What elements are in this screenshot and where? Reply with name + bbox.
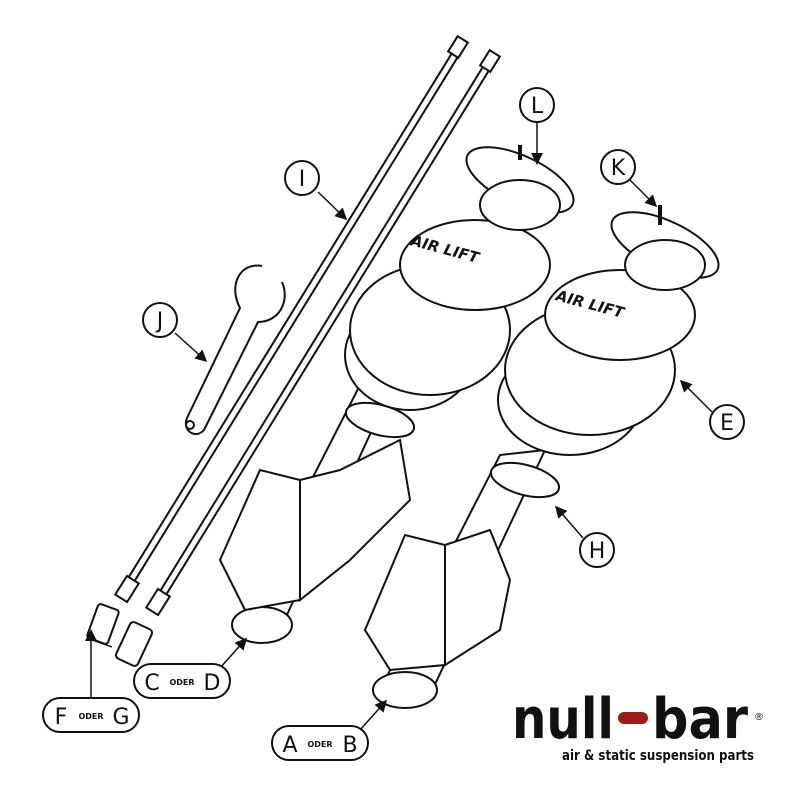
air-strut-right: AIR LIFT [363, 205, 720, 709]
logo-tagline: air & static suspension parts [562, 748, 754, 764]
callout-f-oder-g: F ODER G [42, 629, 140, 733]
svg-text:C: C [144, 671, 159, 696]
callout-h: H [555, 505, 615, 568]
callout-l: L [519, 87, 555, 165]
svg-text:A: A [282, 733, 297, 758]
svg-text:ODER: ODER [307, 740, 332, 749]
logo-right: bar [652, 687, 748, 752]
svg-text:F: F [55, 705, 68, 730]
callout-a-oder-b: A ODER B [271, 699, 387, 761]
svg-text:D: D [204, 671, 221, 696]
svg-text:B: B [342, 733, 357, 758]
svg-text:ODER: ODER [78, 712, 103, 721]
logo-left: null [512, 687, 614, 752]
svg-text:J: J [155, 309, 164, 334]
fitting-c-or-d [114, 621, 154, 667]
callout-c-oder-d: C ODER D [133, 637, 247, 699]
callout-e: E [679, 379, 745, 440]
svg-text:H: H [589, 539, 606, 564]
svg-text:L: L [531, 94, 544, 119]
svg-text:G: G [112, 705, 129, 730]
callout-k: K [600, 149, 658, 208]
registered-mark: ® [754, 712, 764, 723]
svg-text:I: I [299, 167, 306, 192]
svg-text:K: K [611, 156, 626, 181]
logo-dash [618, 712, 648, 724]
svg-text:E: E [720, 411, 734, 436]
air-hose-1 [113, 34, 470, 604]
air-strut-left: AIR LIFT [218, 145, 575, 644]
callout-j: J [142, 302, 208, 363]
svg-text:ODER: ODER [169, 678, 194, 687]
null-bar-logo: null bar ® air & static suspension parts [512, 687, 764, 764]
callout-i: I [284, 160, 348, 221]
spanner-wrench [184, 264, 286, 436]
air-hose-2 [144, 48, 502, 617]
